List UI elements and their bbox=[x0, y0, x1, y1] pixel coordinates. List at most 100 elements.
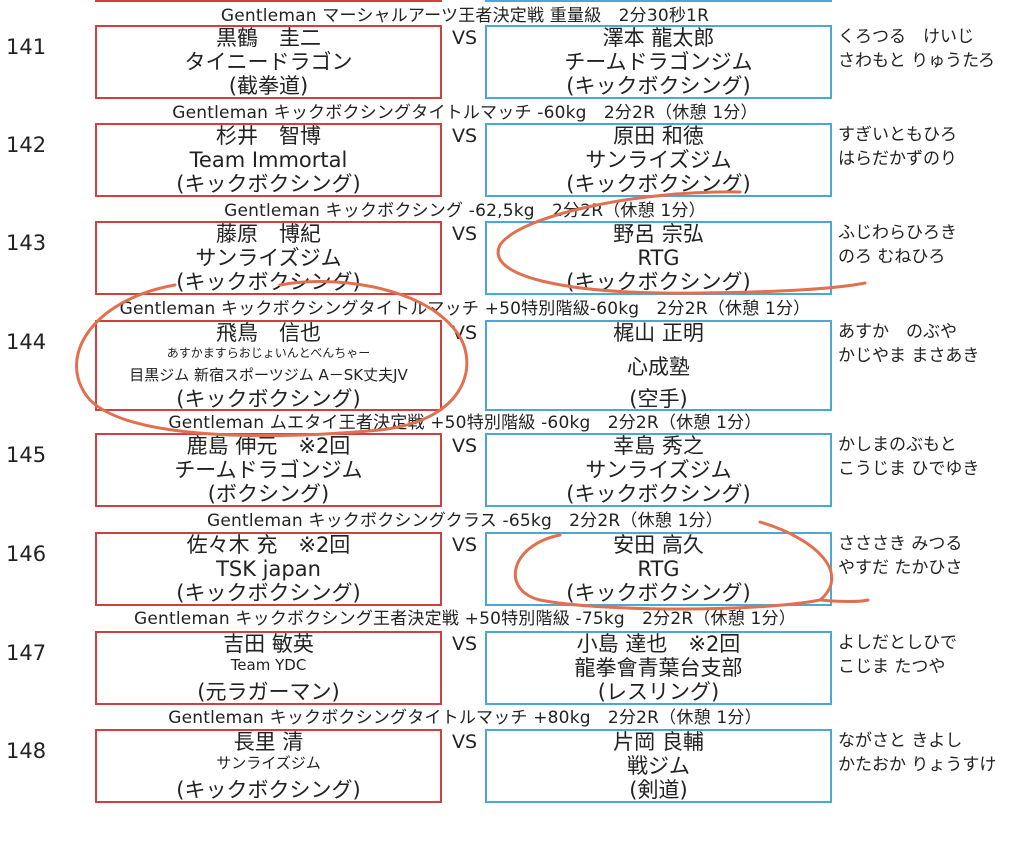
blue-corner-box: 梶山 正明心成塾 (空手) bbox=[485, 320, 832, 411]
bout-number: 148 bbox=[6, 739, 47, 763]
blue-fighter-line-style: (空手) bbox=[629, 387, 688, 411]
bout-header: Gentleman キックボクシングタイトルマッチ +80kg 2分2R（休憩 … bbox=[168, 708, 762, 728]
blue-fighter-line-team: 戦ジム bbox=[627, 754, 690, 778]
blue-corner-box: 片岡 良輔戦ジム(剣道) bbox=[485, 729, 832, 803]
blue-corner-box: 原田 和徳サンライズジム(キックボクシング) bbox=[485, 123, 832, 197]
red-fighter-line-team: Team Immortal bbox=[189, 148, 348, 172]
red-fighter-line-team: サンライズジム bbox=[216, 754, 321, 772]
name-reading: よしだとしひで bbox=[838, 633, 957, 653]
blue-fighter-line-style: (キックボクシング) bbox=[566, 581, 751, 605]
red-fighter-line-name: 杉井 智博 bbox=[216, 124, 321, 148]
bout-number: 144 bbox=[6, 330, 47, 354]
bout-header: Gentleman キックボクシングタイトルマッチ -60kg 2分2R（休憩 … bbox=[172, 103, 758, 123]
bout-header: Gentleman キックボクシング王者決定戦 +50特別階級 -75kg 2分… bbox=[134, 609, 796, 629]
blue-fighter-line-name: 片岡 良輔 bbox=[613, 730, 704, 754]
previous-blue-box-edge bbox=[485, 0, 832, 2]
red-fighter-line-style: (ボクシング) bbox=[207, 482, 330, 506]
bout-header: Gentleman キックボクシングタイトルマッチ +50特別階級-60kg 2… bbox=[119, 299, 811, 319]
red-fighter-line-name: 黒鶴 圭二 bbox=[216, 26, 321, 50]
previous-red-box-edge bbox=[95, 0, 442, 2]
name-reading: ふじわらひろき bbox=[838, 223, 957, 243]
red-fighter-line-team: あすかますらおじょいんとべんちゃー bbox=[166, 346, 371, 360]
bout-number: 146 bbox=[6, 542, 47, 566]
blue-fighter-line-name: 澤本 龍太郎 bbox=[602, 26, 715, 50]
blue-corner-box: 小島 達也 ※2回龍拳會青葉台支部(レスリング) bbox=[485, 631, 832, 705]
bout-header: Gentleman キックボクシングクラス -65kg 2分2R（休憩 1分） bbox=[207, 511, 723, 531]
blue-fighter-line-team: サンライズジム bbox=[585, 458, 732, 482]
blue-fighter-line-team: チームドラゴンジム bbox=[564, 50, 753, 74]
name-reading: あすか のぶや bbox=[838, 322, 957, 342]
bout-number: 143 bbox=[6, 231, 47, 255]
red-fighter-line-team: タイニードラゴン bbox=[184, 50, 353, 74]
name-reading: さわもと りゅうたろ bbox=[838, 51, 996, 71]
name-reading: やすだ たかひさ bbox=[838, 558, 963, 578]
name-reading: さささき みつる bbox=[838, 534, 963, 554]
name-reading: のろ むねひろ bbox=[838, 247, 946, 267]
blue-corner-box: 幸島 秀之サンライズジム(キックボクシング) bbox=[485, 433, 832, 507]
name-reading: すぎいともひろ bbox=[838, 125, 957, 145]
name-reading: かたおか りょうすけ bbox=[838, 755, 997, 775]
red-fighter-line-name: 藤原 博紀 bbox=[216, 222, 321, 246]
vs-label: VS bbox=[452, 534, 478, 556]
red-fighter-line-style: (截拳道) bbox=[228, 74, 309, 98]
blue-fighter-line-team: 心成塾 bbox=[627, 355, 690, 379]
bout-number: 142 bbox=[6, 133, 47, 157]
red-fighter-line-team: Team YDC bbox=[230, 656, 307, 674]
bout-number: 145 bbox=[6, 443, 47, 467]
vs-label: VS bbox=[452, 125, 478, 147]
red-corner-box: 藤原 博紀サンライズジム(キックボクシング) bbox=[95, 221, 442, 295]
blue-fighter-line-name: 小島 達也 ※2回 bbox=[576, 632, 741, 656]
vs-label: VS bbox=[452, 322, 478, 344]
blue-fighter-line-name: 原田 和徳 bbox=[613, 124, 704, 148]
red-fighter-line-team: TSK japan bbox=[216, 557, 321, 581]
blue-fighter-line-style: (レスリング) bbox=[597, 680, 720, 704]
blue-fighter-line-team: RTG bbox=[637, 246, 680, 270]
blue-fighter-line-style: (キックボクシング) bbox=[566, 270, 751, 294]
vs-label: VS bbox=[452, 435, 478, 457]
blue-fighter-line-team: サンライズジム bbox=[585, 148, 732, 172]
blue-fighter-line-name: 幸島 秀之 bbox=[613, 434, 704, 458]
name-reading: こじま たつや bbox=[838, 657, 946, 677]
name-reading: かしまのぶもと bbox=[838, 435, 957, 455]
red-fighter-line-style: (キックボクシング) bbox=[176, 778, 361, 802]
blue-fighter-line-name: 梶山 正明 bbox=[613, 321, 704, 345]
name-reading: はらだかずのり bbox=[838, 149, 957, 169]
vs-label: VS bbox=[452, 27, 478, 49]
red-fighter-line-style: (元ラガーマン) bbox=[197, 680, 340, 704]
red-corner-box: 長里 清サンライズジム (キックボクシング) bbox=[95, 729, 442, 803]
red-fighter-line-style: (キックボクシング) bbox=[176, 387, 361, 411]
name-reading: こうじま ひでゆき bbox=[838, 459, 980, 479]
blue-fighter-line-style: (キックボクシング) bbox=[566, 172, 751, 196]
red-fighter-line-team: 目黒ジム 新宿スポーツジム A－SK丈夫JV bbox=[129, 366, 408, 384]
bout-number: 147 bbox=[6, 641, 47, 665]
blue-fighter-line-style: (剣道) bbox=[629, 778, 688, 802]
vs-label: VS bbox=[452, 223, 478, 245]
red-corner-box: 鹿島 伸元 ※2回チームドラゴンジム(ボクシング) bbox=[95, 433, 442, 507]
red-fighter-line-name: 吉田 敏英 bbox=[223, 632, 314, 656]
blue-fighter-line-style: (キックボクシング) bbox=[566, 74, 751, 98]
blue-fighter-line-style: (キックボクシング) bbox=[566, 482, 751, 506]
blue-fighter-line-name: 野呂 宗弘 bbox=[613, 222, 704, 246]
red-fighter-line-team: サンライズジム bbox=[195, 246, 342, 270]
blue-fighter-line-name: 安田 高久 bbox=[613, 533, 704, 557]
red-fighter-line-team: チームドラゴンジム bbox=[174, 458, 363, 482]
bout-header: Gentleman ムエタイ王者決定戦 +50特別階級 -60kg 2分2R（休… bbox=[168, 413, 762, 433]
bout-header: Gentleman キックボクシング -62,5kg 2分2R（休憩 1分） bbox=[224, 201, 706, 221]
red-fighter-line-name: 飛鳥 信也 bbox=[216, 321, 321, 345]
red-fighter-line-style: (キックボクシング) bbox=[176, 172, 361, 196]
name-reading: くろつる けいじ bbox=[838, 27, 974, 47]
name-reading: かじやま まさあき bbox=[838, 346, 980, 366]
blue-fighter-line-team: RTG bbox=[637, 557, 680, 581]
bout-number: 141 bbox=[6, 35, 47, 59]
red-fighter-line-name: 佐々木 充 ※2回 bbox=[186, 533, 351, 557]
name-reading: ながさと きよし bbox=[838, 731, 963, 751]
red-fighter-line-name: 鹿島 伸元 ※2回 bbox=[186, 434, 351, 458]
bout-header: Gentleman マーシャルアーツ王者決定戦 重量級 2分30秒1R bbox=[220, 6, 710, 26]
red-fighter-line-name: 長里 清 bbox=[233, 730, 304, 754]
red-corner-box: 飛鳥 信也あすかますらおじょいんとべんちゃー目黒ジム 新宿スポーツジム A－SK… bbox=[95, 320, 442, 411]
